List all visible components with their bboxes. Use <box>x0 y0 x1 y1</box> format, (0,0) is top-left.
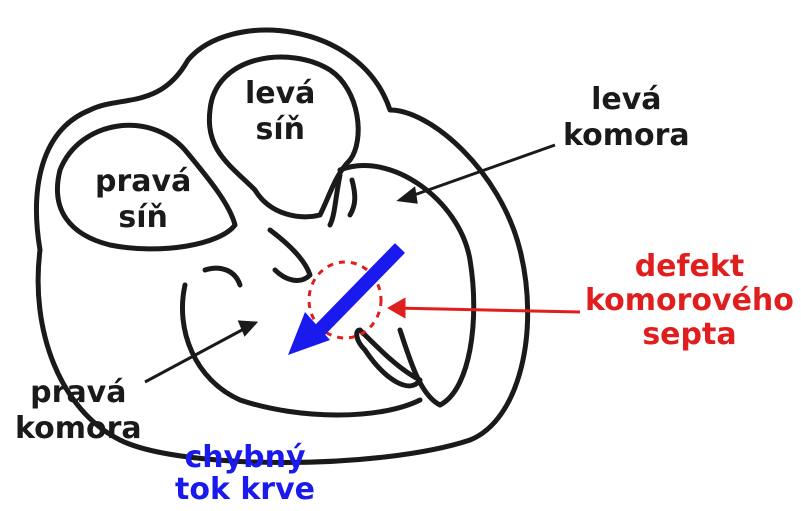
label-right-atrium: pravá síň <box>95 164 191 236</box>
pointer-left-ventricle <box>400 145 555 200</box>
pointer-right-ventricle-head <box>240 322 255 334</box>
septum-upper <box>270 230 310 280</box>
label-right-ventricle: pravá komora <box>15 375 142 447</box>
pointer-defect <box>395 308 580 312</box>
label-flow: chybný tok krve <box>175 442 315 506</box>
pointer-right-ventricle <box>145 323 255 382</box>
label-left-ventricle: levá komora <box>563 82 690 154</box>
label-defect: defekt komorového septa <box>585 250 794 352</box>
pointer-defect-head <box>390 300 404 316</box>
label-left-atrium: levá síň <box>245 76 315 148</box>
pointer-left-ventricle-head <box>400 189 416 202</box>
tricuspid-valve <box>205 268 240 285</box>
